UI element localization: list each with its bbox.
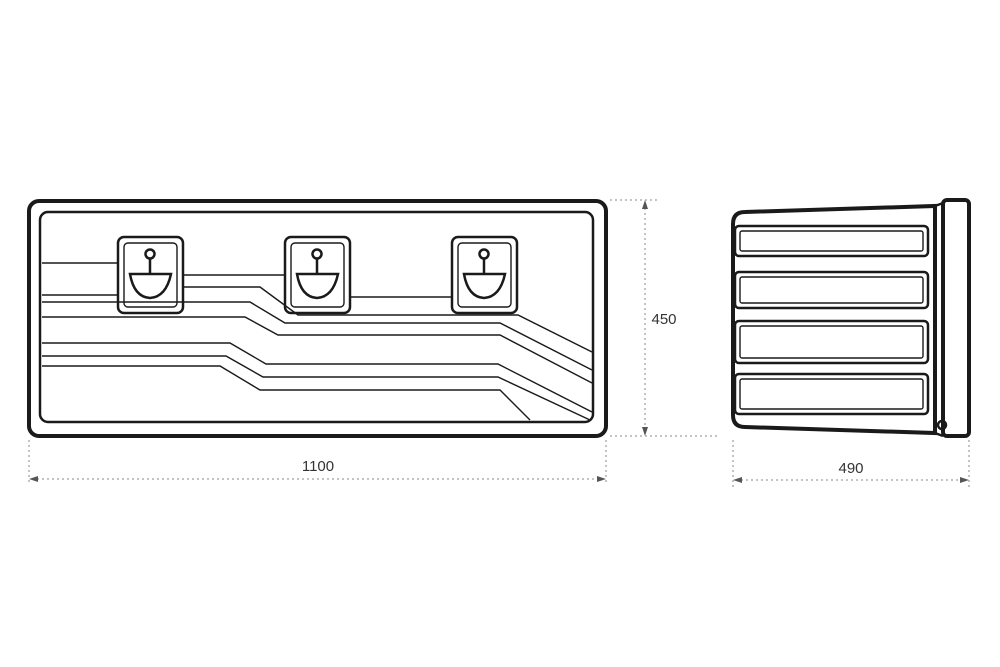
depth-label: 490 xyxy=(838,460,863,477)
latch-center xyxy=(283,235,352,315)
front-view xyxy=(27,199,608,438)
front-outer-frame xyxy=(27,199,608,438)
lock-latch-icon xyxy=(116,235,185,315)
dimension-depth xyxy=(732,440,970,488)
height-label: 450 xyxy=(651,311,676,328)
dimension-height xyxy=(610,199,720,437)
front-inner-panel xyxy=(38,210,595,424)
side-lid xyxy=(941,198,971,438)
dimension-arrow-icon xyxy=(29,476,606,482)
side-view xyxy=(731,198,971,438)
dimension-arrow-icon xyxy=(642,200,648,436)
width-label: 1100 xyxy=(302,458,334,475)
latch-left xyxy=(116,235,185,315)
lock-latch-icon xyxy=(283,235,352,315)
lock-latch-icon xyxy=(450,235,519,315)
side-lid-joint xyxy=(934,201,944,438)
side-ribs xyxy=(733,224,930,416)
side-body-outline xyxy=(731,203,937,436)
side-hinge-dot xyxy=(936,419,948,431)
front-groove-lines xyxy=(42,262,593,421)
latch-right xyxy=(450,235,519,315)
dimension-width xyxy=(28,440,607,485)
dimension-arrow-icon xyxy=(733,477,969,483)
